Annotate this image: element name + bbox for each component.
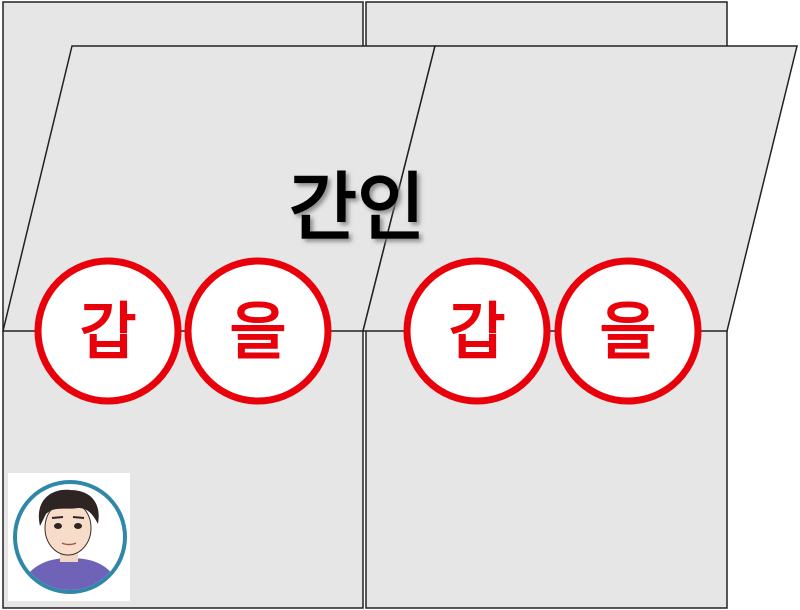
seal-label: 을 bbox=[229, 295, 286, 368]
seal-ring bbox=[554, 257, 702, 405]
person-avatar-icon bbox=[8, 473, 130, 601]
diagram-title: 간인 bbox=[289, 165, 425, 251]
seal-gap-right: 갑 bbox=[403, 257, 551, 405]
seal-label: 을 bbox=[599, 295, 656, 368]
seal-ring bbox=[184, 257, 332, 405]
seal-gap-left: 갑 bbox=[34, 257, 182, 405]
seal-ring bbox=[34, 257, 182, 405]
seal-ring bbox=[403, 257, 551, 405]
seal-label: 갑 bbox=[79, 295, 136, 368]
seal-eul-left: 을 bbox=[184, 257, 332, 405]
seal-label: 갑 bbox=[448, 295, 505, 368]
seal-eul-right: 을 bbox=[554, 257, 702, 405]
